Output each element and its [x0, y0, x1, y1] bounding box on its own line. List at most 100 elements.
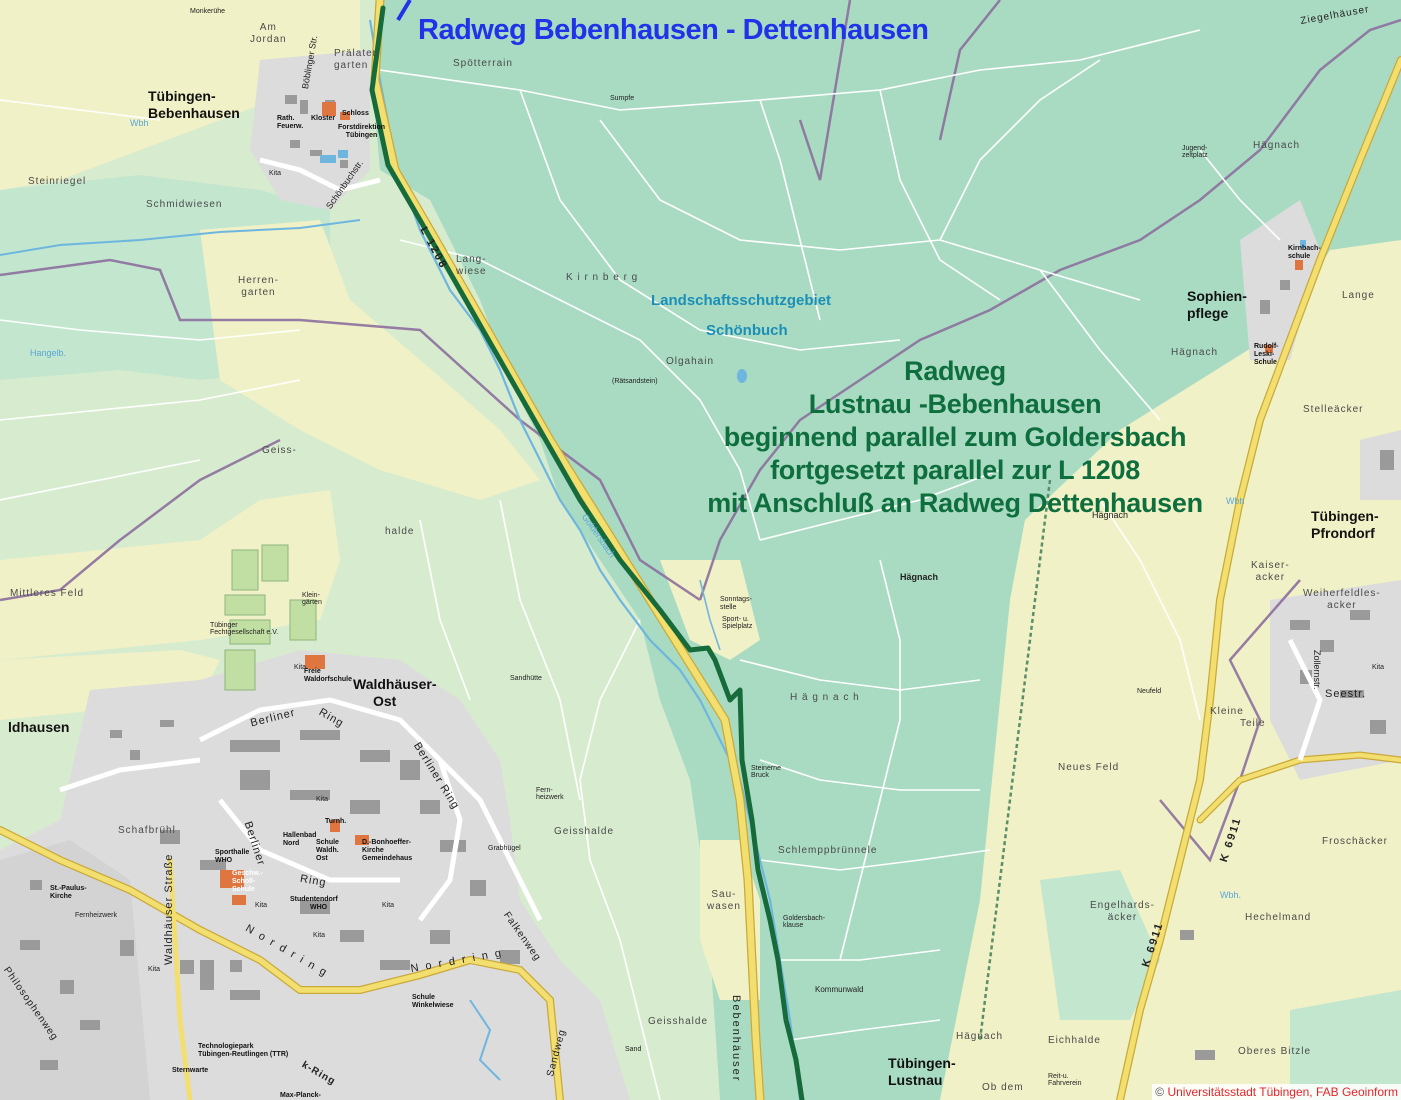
field-schafbruehl: Schafbrühl	[118, 825, 176, 836]
field-sauwasen: Sau-wasen	[707, 889, 741, 912]
field-geiss: Geiss-	[262, 445, 297, 456]
label-kita-5: Kita	[148, 966, 161, 973]
label-reit-fahrverein: Reit-u.Fahrverein	[1048, 1073, 1082, 1087]
water-label-huegel: Hangelb.	[30, 348, 67, 358]
label-kleingarten: Klein-gärten	[302, 592, 322, 606]
place-pfrondorf: Tübingen-Pfrondorf	[1311, 508, 1379, 541]
field-haegnach-5: Hägnach	[900, 572, 939, 582]
place-waldhausen: ldhausen	[8, 719, 70, 735]
copyright-symbol: ©	[1155, 1085, 1165, 1099]
built-waldhausen-west	[0, 840, 150, 1100]
copyright-text[interactable]: Universitätsstadt Tübingen, FAB Geoinfor…	[1167, 1085, 1398, 1099]
stream-south	[469, 999, 501, 1081]
annotation-line-4: fortgesetzt parallel zur L 1208	[770, 455, 1140, 485]
label-sternwarte: Sternwarte	[172, 1067, 209, 1074]
local-roads	[59, 157, 1323, 922]
road-label-waldhaeuser-str: Waldhäuser Straße	[163, 853, 175, 965]
label-jugendzeltplatz: Jugend-zeltplatz	[1182, 145, 1208, 159]
label-max-planck: Max-Planck-	[280, 1092, 321, 1099]
cycle-route-lustnau-bebenhausen	[369, 5, 805, 1100]
label-kita-6: Kita	[313, 932, 326, 939]
forest-paths	[0, 29, 1281, 1100]
field-stelleaecker: Stelleäcker	[1303, 404, 1364, 415]
field-haegnach-3: Hägnach	[1092, 510, 1129, 520]
label-sport-spielplatz: Sport- u.Spielplatz	[722, 616, 753, 630]
field-engelhardsaecker: Engelhards-äcker	[1090, 900, 1155, 923]
field-mittleres-feld: Mittleres Feld	[10, 588, 85, 599]
field-haegnach-6: Hägnach	[956, 1031, 1004, 1042]
field-oberes-bitzle: Oberes Bitzle	[1238, 1046, 1312, 1057]
field-sonntagsstelle: Sonntags-stelle	[720, 596, 752, 611]
built-bebenhausen	[250, 50, 370, 210]
label-kita-2: Kita	[294, 664, 307, 671]
annotation-line-3: beginnend parallel zum Goldersbach	[723, 422, 1187, 452]
boundary-lines	[0, 0, 1401, 863]
map-title: Radweg Bebenhausen - Dettenhausen	[418, 14, 929, 46]
annotation-line-5: mit Anschluß an Radweg Dettenhausen	[707, 488, 1203, 518]
field-schmidwiesen: Schmidwiesen	[146, 199, 223, 210]
label-rathaus: Rath.Feuerw.	[277, 115, 304, 130]
label-fernheizwerk: Fern-heizwerk	[536, 787, 564, 801]
cycle-route-dettenhausen	[396, 0, 412, 22]
meadow-oberes-bitzle	[1290, 990, 1401, 1100]
field-weiherfeldlesacker: Weiherfeldles-acker	[1303, 588, 1381, 611]
field-grabhuegel: Grabhügel	[488, 845, 521, 852]
stream-seebach	[0, 219, 361, 256]
field-froschaecker: Froschäcker	[1322, 836, 1389, 847]
field-hechelmand: Hechelmand	[1245, 912, 1312, 923]
field-geisshalde-2: Geisshalde	[648, 1016, 709, 1027]
field-haegnach-1: Hägnach	[1253, 140, 1301, 151]
field-sand: Sand	[625, 1046, 642, 1053]
field-raetsandstein: (Rätsandstein)	[612, 378, 658, 385]
annotation-line-2: Lustnau -Bebenhausen	[808, 389, 1102, 419]
field-kirnberg: K i r n b e r g	[566, 272, 639, 283]
field-neufeld: Neufeld	[1137, 688, 1162, 695]
field-ob-dem: Ob dem	[982, 1082, 1024, 1093]
label-kloster: Kloster	[311, 115, 336, 122]
field-sandhuette: Sandhütte	[510, 675, 542, 682]
field-herrengarten: Herren-garten	[238, 275, 279, 298]
place-waldhaeuser-ost: Waldhäuser-Ost	[353, 676, 437, 709]
public-buildings	[220, 102, 1303, 905]
buildings	[20, 95, 1394, 1070]
meadow-sonntagsstelle	[660, 560, 760, 660]
label-fernheizwerk-2: Fernheizwerk	[75, 912, 118, 919]
field-olgahain: Olgahain	[666, 356, 715, 367]
label-kita-7: Kita	[269, 170, 282, 177]
annotation-line-1: Radweg	[904, 356, 1006, 386]
road-label-bebenhaeuser: Bebenhäuser	[730, 995, 742, 1083]
meadow-engelhardsaecker	[1040, 870, 1160, 1020]
road-label-zollernstr: Zollernstr.	[1312, 650, 1322, 690]
nature-reserve-name: Schönbuch	[706, 322, 788, 339]
water-label-wbh-1: Wbh	[130, 118, 149, 128]
field-neues-feld: Neues Feld	[1058, 762, 1120, 773]
field-halde: halde	[385, 526, 415, 537]
copyright-notice: © Universitätsstadt Tübingen, FAB Geoinf…	[1152, 1084, 1401, 1100]
place-lustnau: Tübingen-Lustnau	[888, 1055, 956, 1088]
field-haegnach-2: Hägnach	[1171, 347, 1219, 358]
label-geschw-scholl: Geschw.-Scholl-Schule	[232, 870, 263, 893]
ponds	[320, 150, 1306, 383]
field-spoetterrain: Spötterrain	[453, 58, 513, 69]
water-label-wbh-2: Wbh	[1226, 496, 1245, 506]
place-bebenhausen: Tübingen-Bebenhausen	[148, 88, 240, 121]
label-turnhalle: Turnh.	[325, 818, 347, 825]
water-label-wbh-3: Wbh.	[1220, 890, 1242, 900]
label-kita-4: Kita	[382, 902, 395, 909]
stream-tributary	[699, 579, 721, 651]
road-label-seestr: Seestr.	[1325, 688, 1367, 700]
label-goldersbachklause: Goldersbach-klause	[783, 915, 826, 929]
field-kommunwald: Kommunwald	[815, 985, 864, 994]
field-steinriegel: Steinriegel	[28, 176, 87, 187]
